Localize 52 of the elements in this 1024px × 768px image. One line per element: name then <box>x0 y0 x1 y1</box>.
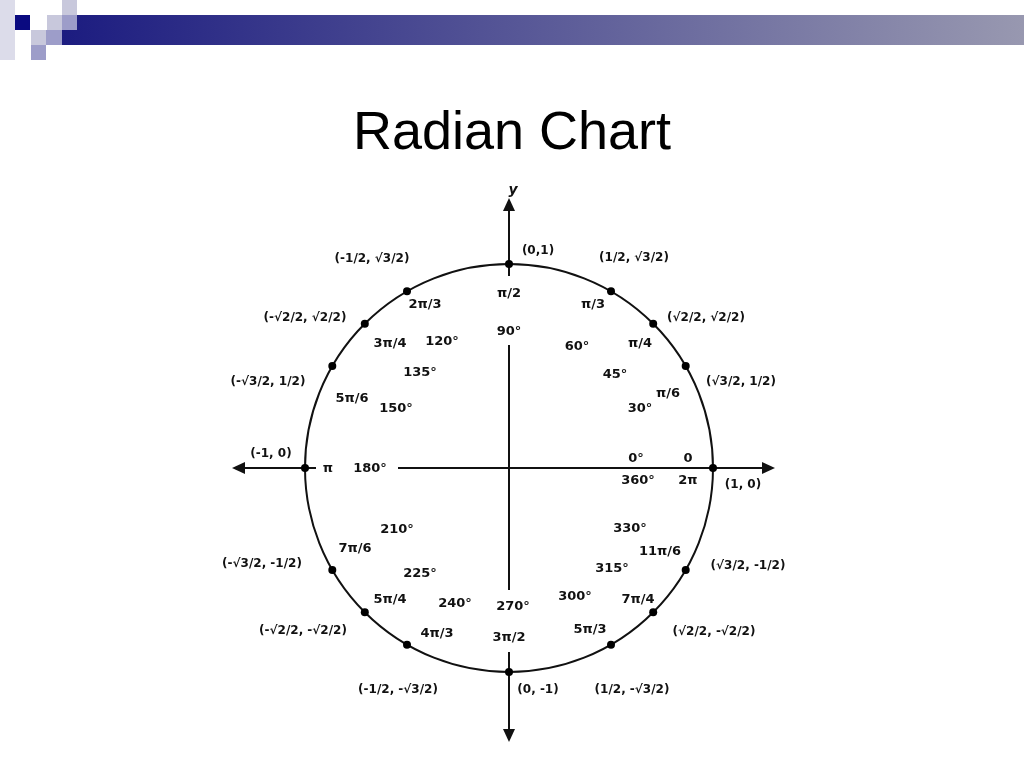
degree-label: 225° <box>403 565 437 579</box>
coordinate-label: (0, -1) <box>517 683 559 695</box>
coordinate-label: (√2/2, -√2/2) <box>672 625 756 637</box>
radian-label: π/4 <box>627 335 653 349</box>
radian-label: π/6 <box>655 385 681 399</box>
degree-label: 120° <box>425 333 459 347</box>
radian-label: π/3 <box>580 296 606 310</box>
degree-label: 240° <box>438 595 472 609</box>
radian-label: π <box>322 460 334 474</box>
coordinate-label: (-√3/2, 1/2) <box>230 375 306 387</box>
degree-label: 330° <box>613 520 647 534</box>
axis-label: y <box>508 182 518 196</box>
coordinate-label: (1/2, -√3/2) <box>594 683 670 695</box>
coordinate-label: (-√2/2, √2/2) <box>263 311 347 323</box>
radian-label: 11π/6 <box>638 543 682 557</box>
degree-label: 0° <box>628 450 644 464</box>
degree-label: 45° <box>602 366 628 380</box>
coordinate-label: (-1/2, √3/2) <box>334 252 410 264</box>
radian-label: 7π/6 <box>338 540 372 554</box>
radian-label: 2π <box>678 472 698 486</box>
coordinate-label: (√3/2, 1/2) <box>706 375 776 387</box>
radian-label: 7π/4 <box>621 591 655 605</box>
slide-title: Radian Chart <box>352 103 672 157</box>
coordinate-label: (-√2/2, -√2/2) <box>259 624 347 636</box>
coordinate-label: (-√3/2, -1/2) <box>222 557 302 569</box>
degree-label: 300° <box>558 588 592 602</box>
degree-label: 210° <box>380 521 414 535</box>
radian-label: 2π/3 <box>408 296 442 310</box>
coordinate-label: (1/2, √3/2) <box>599 251 669 263</box>
radian-label: π/2 <box>496 285 522 299</box>
radian-label: 3π/2 <box>492 629 526 643</box>
degree-label: 30° <box>627 400 653 414</box>
radian-label: 0 <box>683 450 693 464</box>
degree-label: 315° <box>595 560 629 574</box>
coordinate-label: (-1/2, -√3/2) <box>358 683 438 695</box>
degree-label: 360° <box>621 472 655 486</box>
radian-label: 5π/6 <box>335 390 369 404</box>
degree-label: 150° <box>379 400 413 414</box>
radian-label: 3π/4 <box>373 335 407 349</box>
coordinate-label: (-1, 0) <box>250 447 292 459</box>
coordinate-label: (1, 0) <box>724 478 762 490</box>
degree-label: 180° <box>353 460 387 474</box>
degree-label: 270° <box>496 598 530 612</box>
coordinate-label: (√3/2, -1/2) <box>710 559 786 571</box>
coordinate-label: (0,1) <box>521 244 555 256</box>
radian-label: 5π/3 <box>573 621 607 635</box>
radian-label: 5π/4 <box>373 591 407 605</box>
coordinate-label: (√2/2, √2/2) <box>667 311 745 323</box>
degree-label: 60° <box>564 338 590 352</box>
degree-label: 135° <box>403 364 437 378</box>
degree-label: 90° <box>496 323 522 337</box>
radian-label: 4π/3 <box>420 625 454 639</box>
